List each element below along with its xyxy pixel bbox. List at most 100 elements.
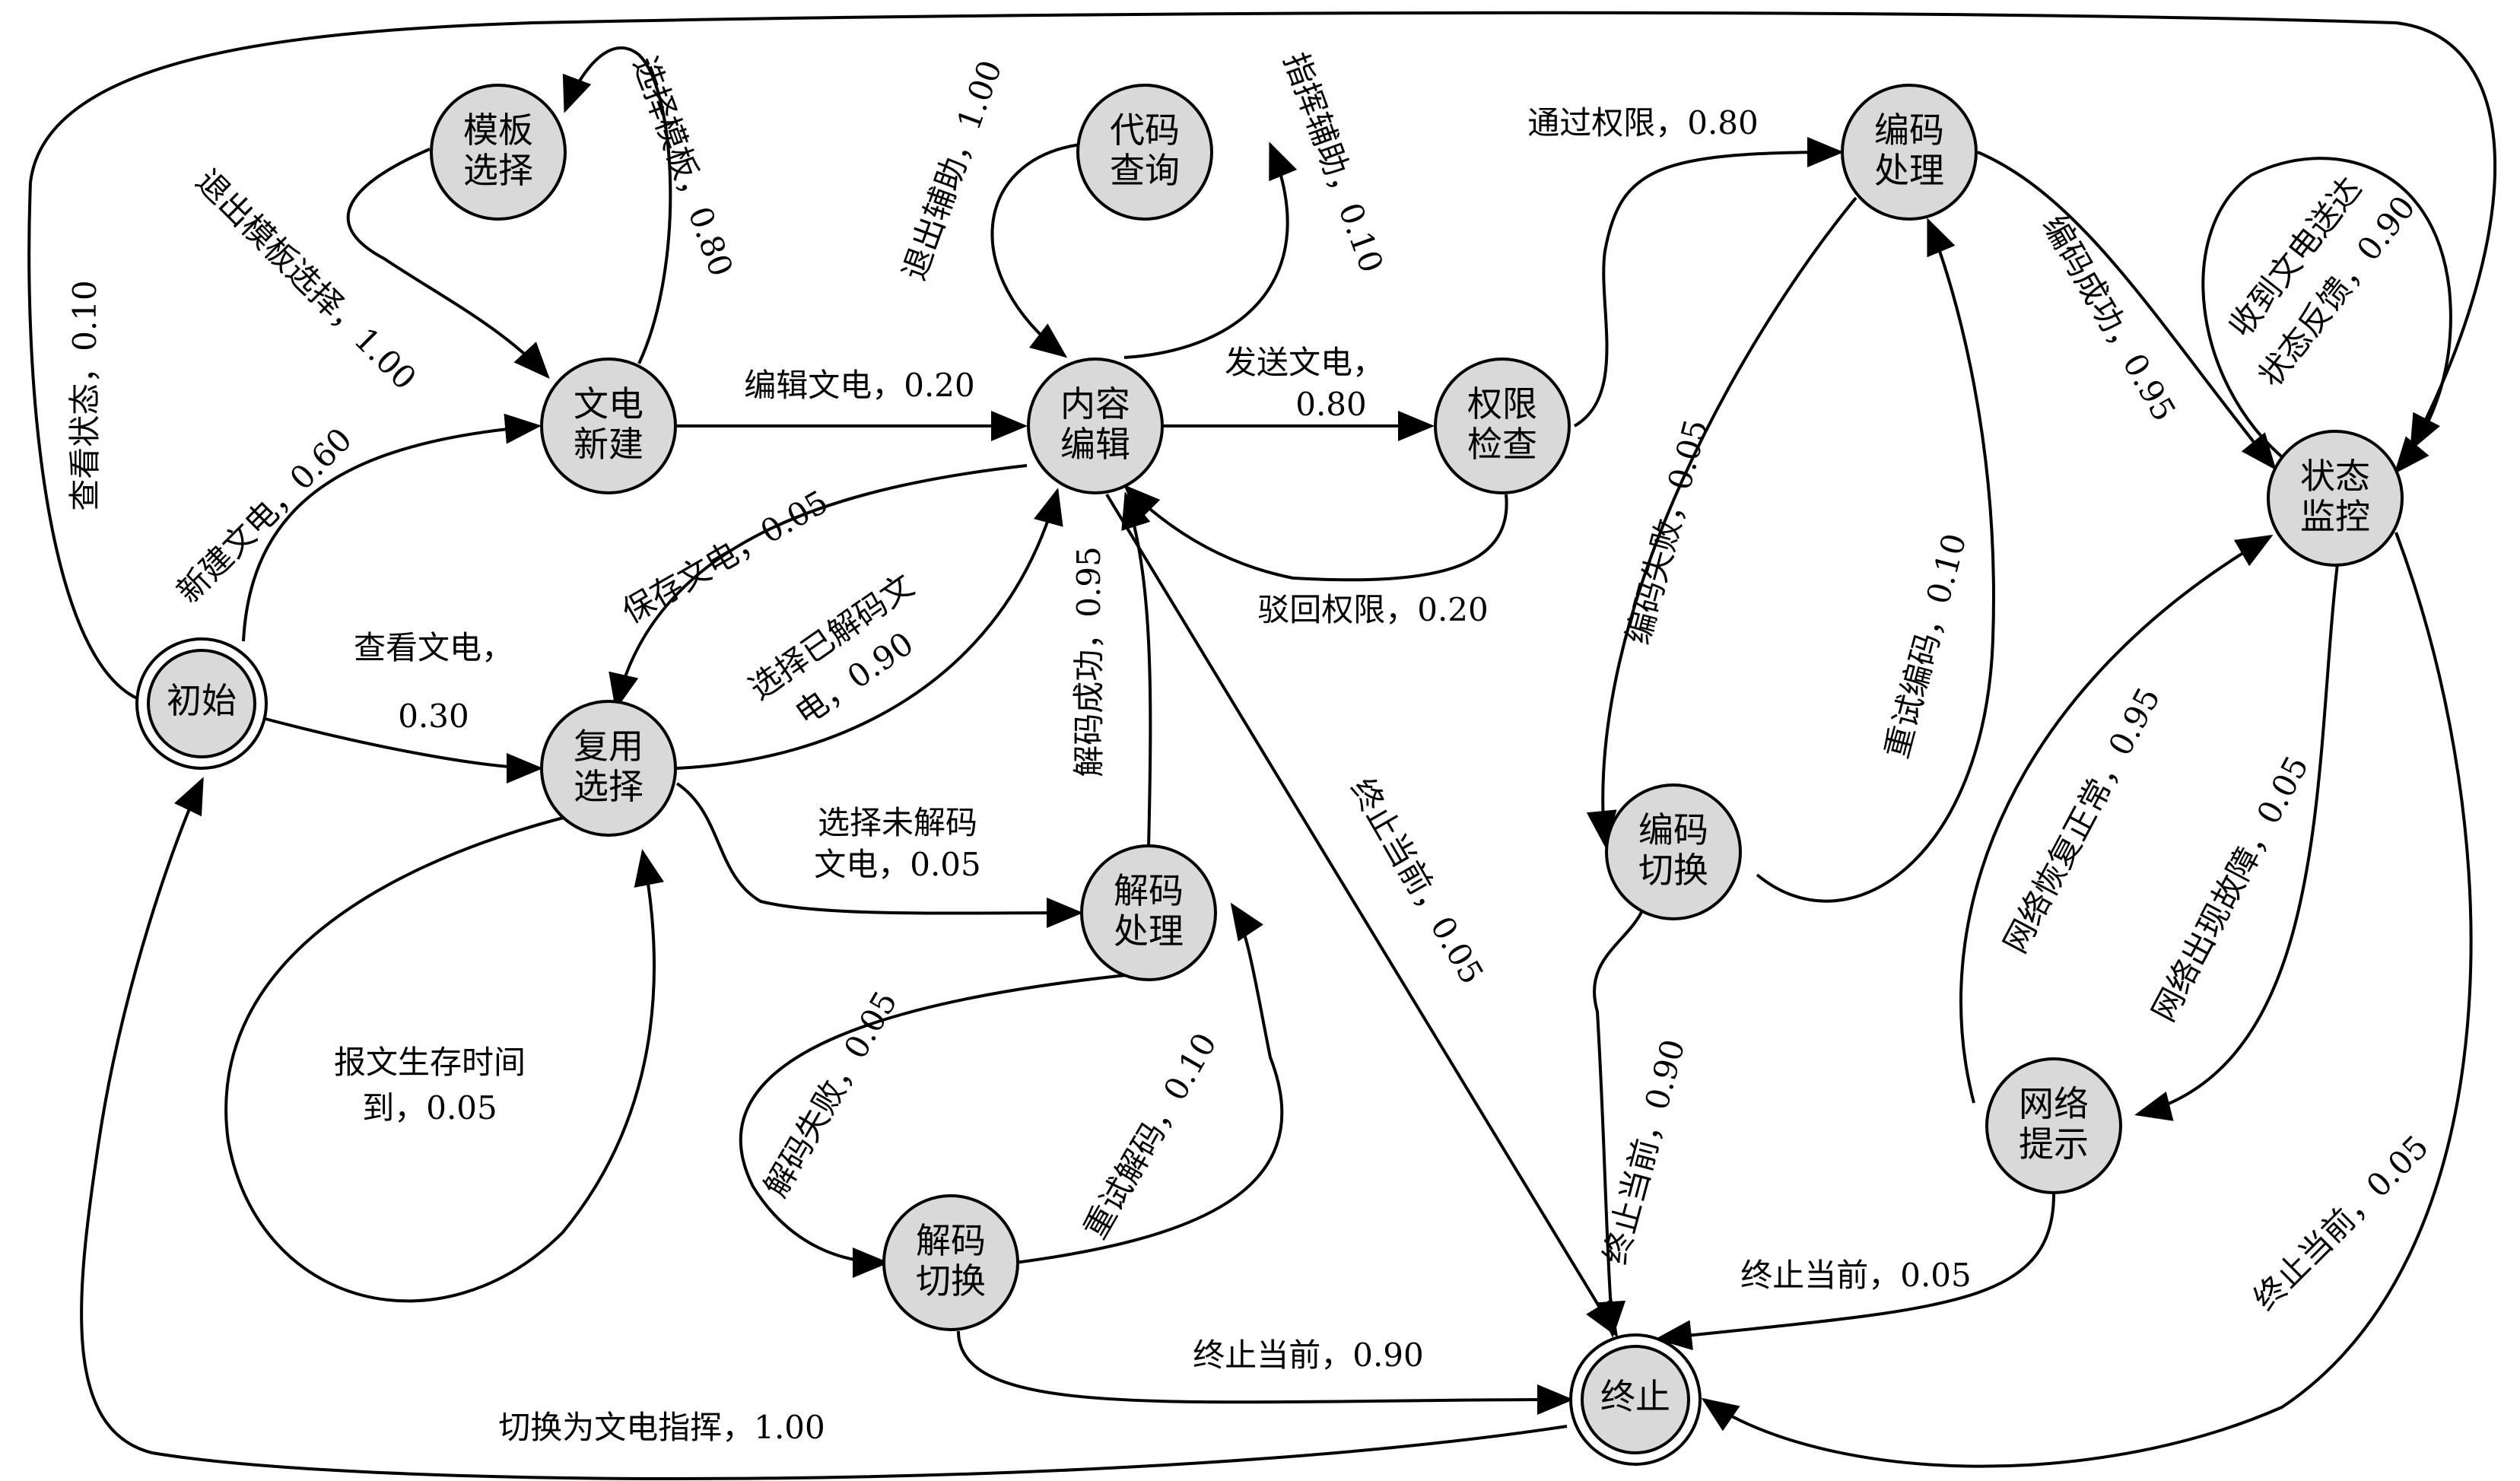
label-net-status: 网络恢复正常，0.95 — [1996, 682, 2167, 959]
label-decode-edit: 解码成功，0.95 — [1070, 546, 1107, 777]
label-init-new: 新建文电，0.60 — [170, 421, 359, 610]
node-encode-switch: 编码 切换 — [1605, 783, 1742, 920]
svg-text:切换: 切换 — [916, 1260, 986, 1301]
edge-encode-status — [1977, 151, 2277, 471]
label-template-new: 退出模板选择，1.00 — [189, 162, 424, 397]
edge-init-new — [242, 413, 542, 642]
node-encode-proc: 编码 处理 — [1841, 84, 1978, 221]
edge-net-status — [1959, 534, 2274, 1104]
svg-text:状态: 状态 — [2300, 456, 2370, 497]
node-decode-switch: 解码 切换 — [882, 1194, 1019, 1331]
node-init: 初始 — [135, 637, 268, 770]
label-reuse-decode-2: 文电，0.05 — [814, 846, 981, 883]
label-init-reuse: 查看文电， — [354, 629, 513, 666]
node-content-edit: 内容 编辑 — [1027, 358, 1164, 494]
edge-init-status — [27, 11, 2496, 700]
edge-status-self — [2201, 157, 2452, 475]
svg-text:查询: 查询 — [1110, 150, 1180, 191]
edge-decode-edit — [1121, 491, 1152, 849]
label-status-net: 网络出现故障，0.05 — [2144, 750, 2315, 1028]
label-term-init: 切换为文电指挥，1.00 — [498, 1409, 825, 1446]
edge-perm-edit — [1123, 485, 1508, 582]
node-new-msg: 文电 新建 — [540, 358, 677, 494]
svg-text:处理: 处理 — [1874, 150, 1944, 191]
label-switch-decode: 重试解码，0.10 — [1076, 1027, 1224, 1245]
label-net-term: 终止当前，0.05 — [1740, 1257, 1972, 1294]
svg-text:网络: 网络 — [2019, 1083, 2089, 1124]
edge-perm-encode — [1574, 137, 1844, 427]
svg-text:内容: 内容 — [1060, 383, 1130, 424]
edge-encode-switch — [1586, 196, 1857, 847]
label-eswitch-encode: 重试编码，0.10 — [1878, 529, 1974, 762]
svg-text:检查: 检查 — [1467, 424, 1537, 465]
edge-edit-query — [1123, 141, 1298, 359]
svg-text:解码: 解码 — [1114, 870, 1184, 911]
label-reuse-init: 报文生存时间 — [334, 1044, 526, 1081]
edge-term-init — [80, 777, 1568, 1480]
svg-text:编码: 编码 — [1638, 809, 1708, 850]
edge-template-new — [346, 148, 550, 379]
edge-status-term — [1701, 532, 2473, 1468]
label-edit-perm-2: 0.80 — [1295, 386, 1367, 423]
svg-text:选择: 选择 — [463, 150, 533, 191]
svg-text:代码: 代码 — [1110, 110, 1180, 151]
svg-text:权限: 权限 — [1467, 383, 1537, 424]
node-status-monitor: 状态 监控 — [2267, 430, 2404, 567]
svg-text:编码: 编码 — [1874, 110, 1944, 151]
label-edit-query: 指挥辅助，0.10 — [1276, 48, 1390, 278]
edge-query-edit — [990, 143, 1081, 358]
edge-status-net — [2134, 551, 2340, 1121]
node-terminate: 终止 — [1569, 1333, 1702, 1466]
edge-new-template — [562, 46, 672, 364]
label-init-status: 查看状态，0.10 — [66, 280, 103, 511]
label-reuse-decode: 选择未解码 — [818, 804, 977, 841]
svg-text:模板: 模板 — [463, 110, 533, 151]
svg-text:终止: 终止 — [1600, 1376, 1670, 1417]
edge-reuse-init — [224, 812, 664, 1303]
edge-switch-decode — [1015, 902, 1284, 1264]
svg-text:选择: 选择 — [574, 766, 644, 807]
svg-text:初始: 初始 — [167, 680, 237, 721]
edge-reuse-decode — [675, 782, 1083, 929]
edge-labels: 新建文电，0.60 查看文电， 0.30 查看状态，0.10 退出模板选择，1.… — [66, 48, 2436, 1446]
node-perm-check: 权限 检查 — [1434, 358, 1571, 494]
svg-text:切换: 切换 — [1638, 850, 1708, 891]
label-init-reuse-2: 0.30 — [398, 698, 469, 735]
label-status-term: 终止当前，0.05 — [2246, 1128, 2436, 1317]
label-eswitch-term: 终止当前，0.90 — [1597, 1035, 1692, 1268]
node-reuse-select: 复用 选择 — [540, 700, 677, 837]
edge-dswitch-term — [957, 1330, 1574, 1416]
svg-text:解码: 解码 — [916, 1220, 986, 1261]
label-edit-perm: 发送文电， — [1225, 344, 1384, 381]
label-perm-edit: 驳回权限，0.20 — [1257, 591, 1489, 628]
edges — [27, 11, 2496, 1480]
svg-text:监控: 监控 — [2300, 496, 2370, 537]
label-reuse-init-2: 到，0.05 — [362, 1089, 497, 1127]
nodes: 初始 模板 选择 文电 新建 复用 选择 代码 查询 内容 编辑 — [135, 84, 2404, 1466]
label-new-edit: 编辑文电，0.20 — [744, 367, 975, 404]
edge-net-term — [1655, 1193, 2055, 1351]
svg-text:新建: 新建 — [574, 424, 644, 465]
svg-text:编辑: 编辑 — [1060, 424, 1130, 465]
node-network-hint: 网络 提示 — [1985, 1057, 2122, 1194]
edge-init-reuse — [262, 717, 543, 783]
svg-text:文电: 文电 — [574, 383, 644, 424]
node-template-select: 模板 选择 — [430, 84, 567, 221]
edge-reuse-edit — [676, 488, 1063, 770]
label-dswitch-term: 终止当前，0.90 — [1193, 1336, 1424, 1374]
label-encode-switch: 编码失败，0.05 — [1619, 415, 1715, 648]
node-decode-proc: 解码 处理 — [1080, 844, 1217, 981]
label-new-template: 选择模板，0.80 — [626, 52, 740, 281]
edge-decode-switch — [739, 972, 1142, 1278]
svg-text:复用: 复用 — [574, 726, 644, 767]
label-encode-status: 编码成功，0.95 — [2035, 209, 2183, 427]
label-perm-encode: 通过权限，0.80 — [1527, 104, 1759, 141]
label-edit-reuse: 保存文电，0.05 — [616, 483, 834, 631]
edge-edit-term — [1105, 493, 1619, 1338]
svg-text:提示: 提示 — [2019, 1123, 2089, 1165]
edge-edit-reuse — [609, 464, 1028, 710]
label-decode-switch: 解码失败，0.05 — [757, 985, 904, 1203]
edge-eswitch-term — [1592, 908, 1645, 1338]
node-code-query: 代码 查询 — [1076, 84, 1213, 221]
